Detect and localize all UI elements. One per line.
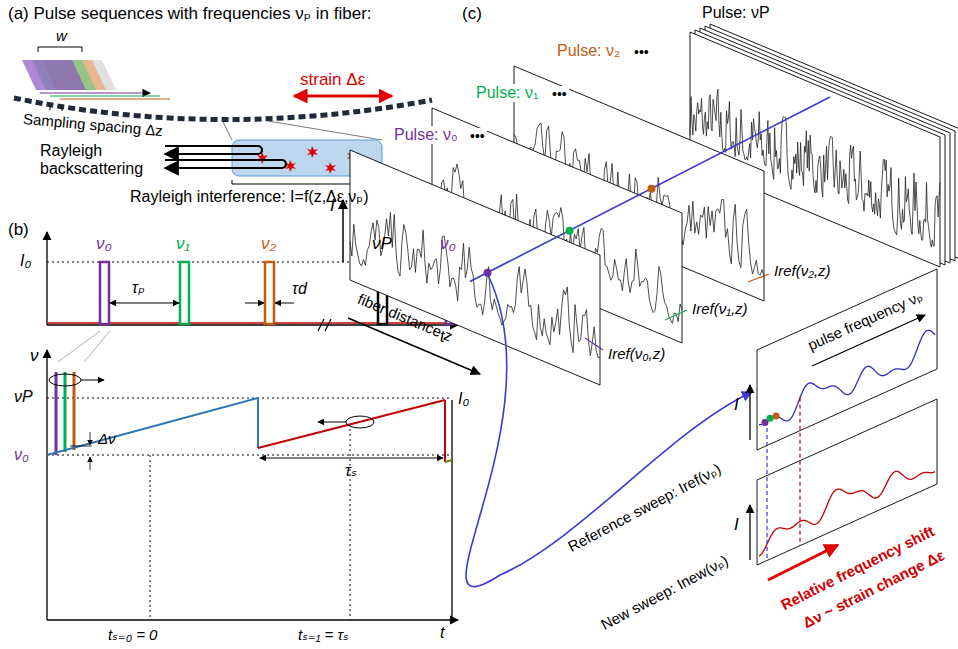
figure-label: Rayleigh backscattering <box>40 142 160 179</box>
figure-label: I₀ <box>20 252 31 270</box>
figure-label: tₛ₌₁ = τₛ <box>298 626 349 643</box>
figure-label: Pulse: ν₂ <box>555 42 622 60</box>
fiber-zoom <box>165 120 382 184</box>
figure-label: τd <box>292 280 307 298</box>
figure-label: Sampling spacing Δz <box>22 110 163 139</box>
figure-label: Δν <box>98 430 116 447</box>
trace-panel <box>350 150 600 385</box>
figure-label: fiber distance z <box>355 290 455 345</box>
figure-label: ••• <box>550 86 569 102</box>
figure-label: w <box>56 27 67 44</box>
figure-label: Reference sweep: Iref(νₚ) <box>565 460 724 555</box>
intensity-arrow <box>342 200 344 262</box>
figure-label: ν₀ <box>440 234 456 254</box>
figure-label: strain Δε <box>300 70 365 90</box>
figure-label: I <box>734 395 739 415</box>
figure-label: I₀ <box>458 390 469 408</box>
shift-marker <box>766 421 767 560</box>
figure-label: ν <box>30 346 39 366</box>
figure-label: ••• <box>468 128 487 144</box>
leader-line <box>748 274 769 282</box>
sampling-mark <box>50 106 62 111</box>
intensity-arrow <box>749 385 750 440</box>
shift-marker <box>799 398 800 546</box>
figure-label: pulse frequency νₚ <box>805 287 925 354</box>
figure-label: Pulse: νP <box>700 4 772 22</box>
figure-label: (c) <box>462 4 482 24</box>
mapping-arrow <box>466 273 752 587</box>
figure-label: νP <box>372 234 392 254</box>
figure-label: τₚ <box>132 279 145 297</box>
figure-label: ν₀ <box>14 446 29 464</box>
figure-label: I <box>734 515 739 535</box>
figure-label: ν₀ <box>96 234 112 254</box>
reference-trace <box>759 330 935 424</box>
position-line <box>470 97 830 282</box>
figure-label: ν₁ <box>176 234 190 254</box>
figure-label: Pulse: ν₀ <box>392 126 460 144</box>
sample-dot <box>566 227 574 235</box>
figure-label: t <box>440 624 444 642</box>
figure-label: New sweep: Inew(νₚ) <box>598 552 731 634</box>
sample-dot <box>648 185 656 193</box>
figure-label: (b) <box>8 220 29 240</box>
figure-label: (a) Pulse sequences with frequencies νₚ … <box>8 4 372 24</box>
sample-dot <box>773 413 780 420</box>
figure-label: νP <box>14 388 33 406</box>
rayleigh-traces <box>343 24 958 587</box>
pulse-stack <box>22 47 170 99</box>
strain-arrow <box>294 95 392 98</box>
figure-label: tₛ₌₀ = 0 <box>108 626 157 643</box>
figure-label: Pulse: ν₁ <box>474 84 540 102</box>
frequency-sweep-plot <box>47 350 458 620</box>
intensity-arrow <box>749 505 750 560</box>
leader-line <box>585 338 603 350</box>
figure-label: I <box>330 196 335 216</box>
sample-dot <box>767 415 774 422</box>
figure-label: Iref(ν₀,z) <box>606 345 667 362</box>
figure-label: ••• <box>632 44 651 60</box>
figure-label: Iref(ν₁,z) <box>690 300 750 317</box>
figure-label: τₛ <box>345 462 357 480</box>
figure-label: Iref(ν₂,z) <box>772 262 833 279</box>
figure-label: ν₂ <box>261 234 276 254</box>
leader-line <box>665 310 687 320</box>
